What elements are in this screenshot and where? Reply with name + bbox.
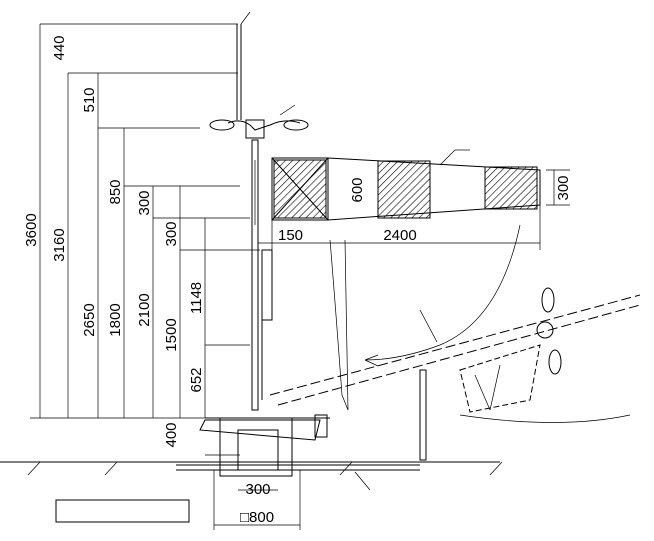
lowered-mast bbox=[269, 239, 641, 461]
dim-2650: 2650 bbox=[81, 303, 98, 336]
windsock bbox=[271, 149, 541, 221]
dim-850: 850 bbox=[107, 179, 124, 204]
dim-300-tip: 300 bbox=[555, 175, 572, 200]
dim-foundation-inner: 300 bbox=[245, 481, 270, 498]
dim-1800: 1800 bbox=[107, 303, 124, 336]
dim-510: 510 bbox=[81, 87, 98, 112]
dim-150: 150 bbox=[278, 227, 303, 244]
dimension-lines bbox=[30, 23, 300, 456]
dim-1500: 1500 bbox=[163, 318, 180, 351]
dim-652: 652 bbox=[188, 367, 205, 392]
mast bbox=[236, 11, 273, 411]
dim-400: 400 bbox=[163, 422, 180, 447]
title-box bbox=[55, 499, 190, 523]
dim-2100: 2100 bbox=[136, 293, 153, 326]
ground-line bbox=[0, 461, 503, 491]
dim-1148: 1148 bbox=[188, 282, 205, 314]
dim-foundation-width: □800 bbox=[240, 509, 274, 526]
obstruction-lamps bbox=[209, 104, 309, 139]
foundation bbox=[176, 414, 420, 477]
dim-300-top: 300 bbox=[136, 190, 153, 215]
swing-arc bbox=[364, 224, 521, 361]
dim-2400: 2400 bbox=[383, 227, 416, 244]
dim-300-mid: 300 bbox=[163, 221, 180, 246]
dim-600: 600 bbox=[349, 177, 366, 202]
dim-3600: 3600 bbox=[23, 213, 40, 246]
dim-440: 440 bbox=[51, 35, 68, 60]
dim-3160: 3160 bbox=[51, 228, 68, 261]
